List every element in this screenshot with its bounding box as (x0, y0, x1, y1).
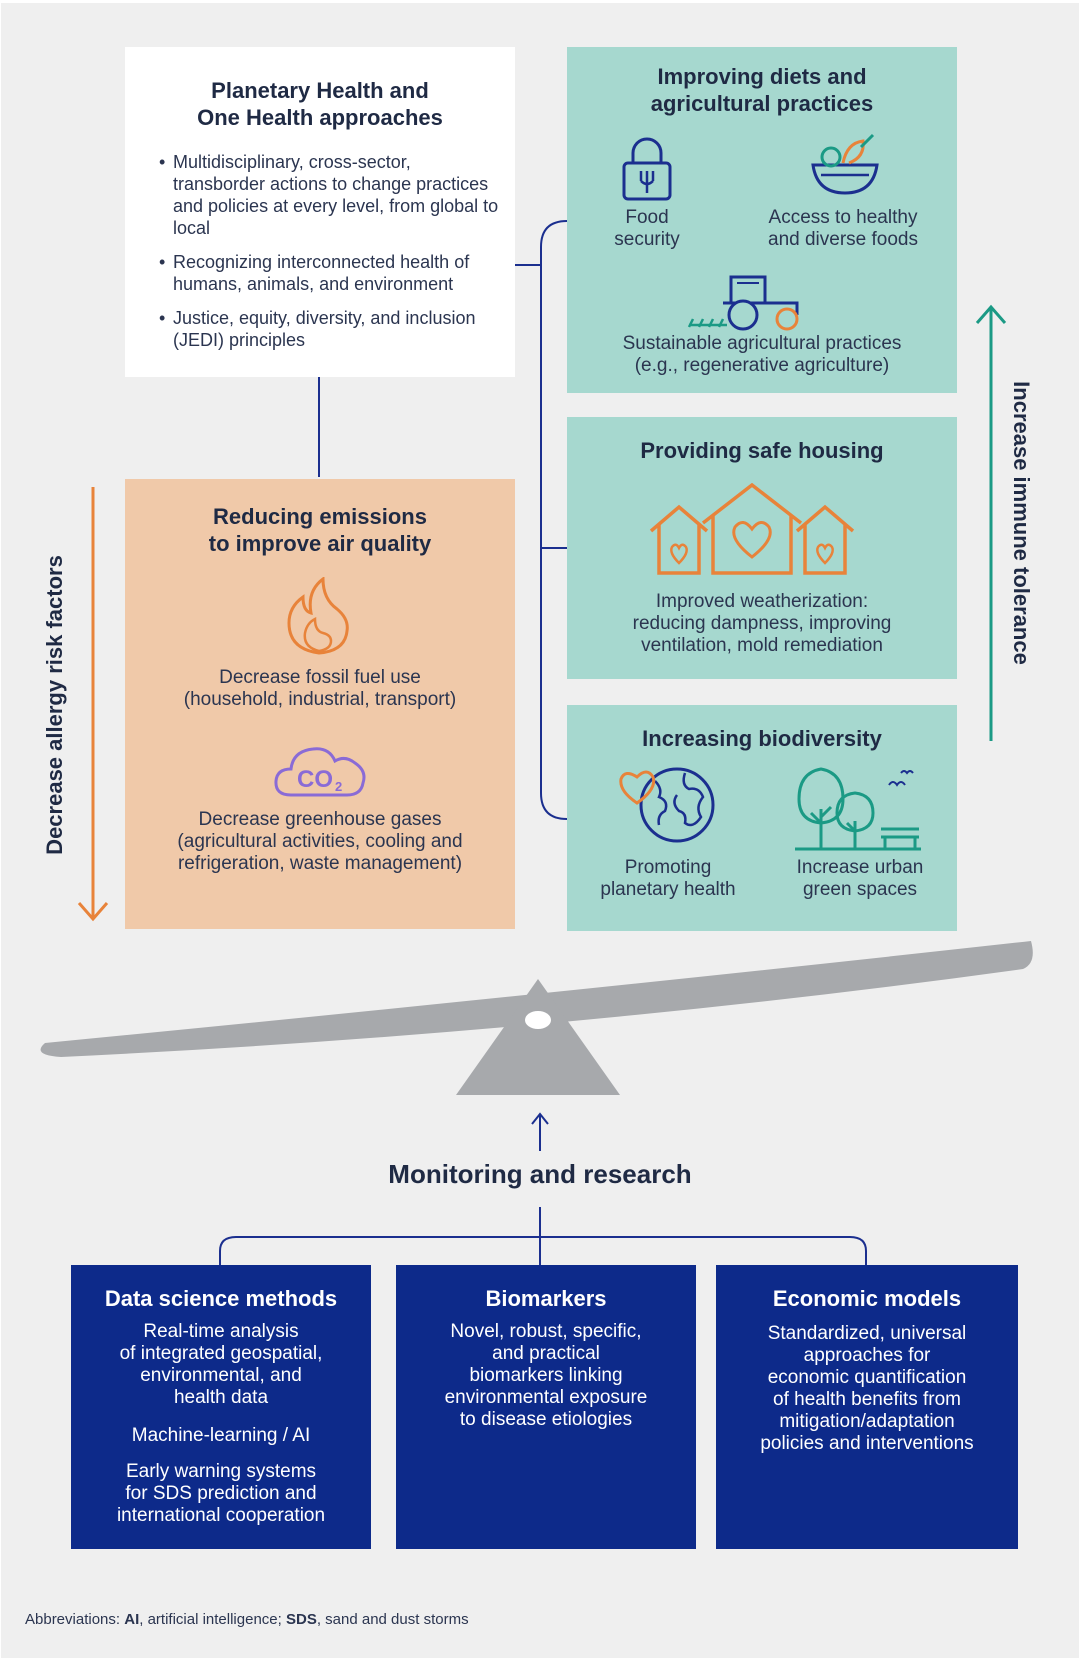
tractor-icon (687, 275, 799, 331)
data-science-box: Data science methods Real-time analysis … (71, 1265, 371, 1549)
arrow-monitoring-head (531, 1112, 549, 1125)
housing-text: Improved weatherization: reducing dampne… (632, 591, 892, 656)
houses-heart-icon (649, 483, 855, 575)
abbr-sds-term: SDS (285, 1611, 317, 1628)
greenhouse-text: Decrease greenhouse gases (agricultural … (177, 809, 463, 874)
biomarkers-text: Novel, robust, specific, and practical b… (444, 1321, 648, 1430)
abbr-sds-def: , sand and dust storms (316, 1611, 469, 1628)
planetary-bullet-3: Justice, equity, diversity, and inclusio… (159, 307, 499, 351)
biodiversity-box: Increasing biodiversity Promoting planet… (567, 705, 957, 931)
abbreviations: Abbreviations: AI, artificial intelligen… (25, 1611, 469, 1628)
data-science-text-1: Real-time analysis of integrated geospat… (119, 1321, 323, 1408)
arrow-decrease-head (77, 902, 109, 922)
food-bowl-icon (811, 133, 879, 195)
monitoring-title: Monitoring and research (388, 1159, 692, 1189)
planetary-health-bullets: Multidisciplinary, cross-sector, transbo… (159, 151, 499, 363)
planetary-health-title: Planetary Health and One Health approach… (197, 78, 443, 130)
increase-immune-label: Increase immune tolerance (1009, 381, 1034, 665)
emissions-title: Reducing emissions to improve air qualit… (208, 504, 432, 556)
globe-heart-icon (619, 767, 715, 843)
sustainable-agriculture-label: Sustainable agricultural practices (e.g.… (622, 333, 902, 376)
biomarkers-box: Biomarkers Novel, robust, specific, and … (396, 1265, 696, 1549)
economic-models-text: Standardized, universal approaches for e… (760, 1323, 974, 1454)
arrow-increase-head (975, 304, 1007, 324)
urban-green-label: Increase urban green spaces (796, 857, 924, 900)
abbr-ai-def: , artificial intelligence; (139, 1611, 282, 1628)
biomarkers-title: Biomarkers (485, 1286, 607, 1311)
connector-lines (40, 220, 1033, 1265)
economic-models-title: Economic models (772, 1286, 962, 1311)
flame-icon (287, 577, 349, 655)
bracket-bottom (219, 1236, 867, 1265)
co2-label: CO (297, 766, 333, 793)
infographic: Planetary Health and One Health approach… (1, 3, 1079, 1658)
economic-models-box: Economic models Standardized, universal … (716, 1265, 1018, 1549)
healthy-foods-label: Access to healthy and diverse foods (768, 207, 918, 250)
trees-bench-icon (795, 767, 921, 851)
co2-subscript: 2 (335, 779, 342, 794)
food-security-label: Food security (614, 207, 680, 250)
co2-cloud-icon: CO 2 (274, 747, 366, 797)
bracket-right (540, 220, 568, 820)
planetary-health-box: Planetary Health and One Health approach… (125, 47, 515, 377)
scale-pivot (525, 1011, 551, 1029)
emissions-box: Reducing emissions to improve air qualit… (125, 479, 515, 929)
decrease-allergy-label: Decrease allergy risk factors (42, 555, 67, 855)
abbr-ai-term: AI (124, 1611, 140, 1628)
fossil-fuel-text: Decrease fossil fuel use (household, ind… (183, 667, 457, 710)
data-science-text-2: Machine-learning / AI (131, 1425, 311, 1446)
housing-box: Providing safe housing Improved weatheri… (567, 417, 957, 679)
data-science-text-3: Early warning systems for SDS prediction… (116, 1461, 326, 1526)
planetary-bullet-2: Recognizing interconnected health of hum… (159, 251, 499, 295)
biodiversity-title: Increasing biodiversity (642, 726, 882, 751)
data-science-title: Data science methods (104, 1286, 338, 1311)
abbreviations-label: Abbreviations: (25, 1611, 121, 1628)
padlock-fork-icon (622, 137, 672, 201)
planetary-bullet-1: Multidisciplinary, cross-sector, transbo… (159, 151, 499, 239)
housing-title: Providing safe housing (640, 438, 884, 463)
diets-box: Improving diets and agricultural practic… (567, 47, 957, 393)
diets-title: Improving diets and agricultural practic… (650, 64, 874, 116)
scale-fulcrum (456, 979, 620, 1095)
planetary-health-label: Promoting planetary health (600, 857, 736, 900)
